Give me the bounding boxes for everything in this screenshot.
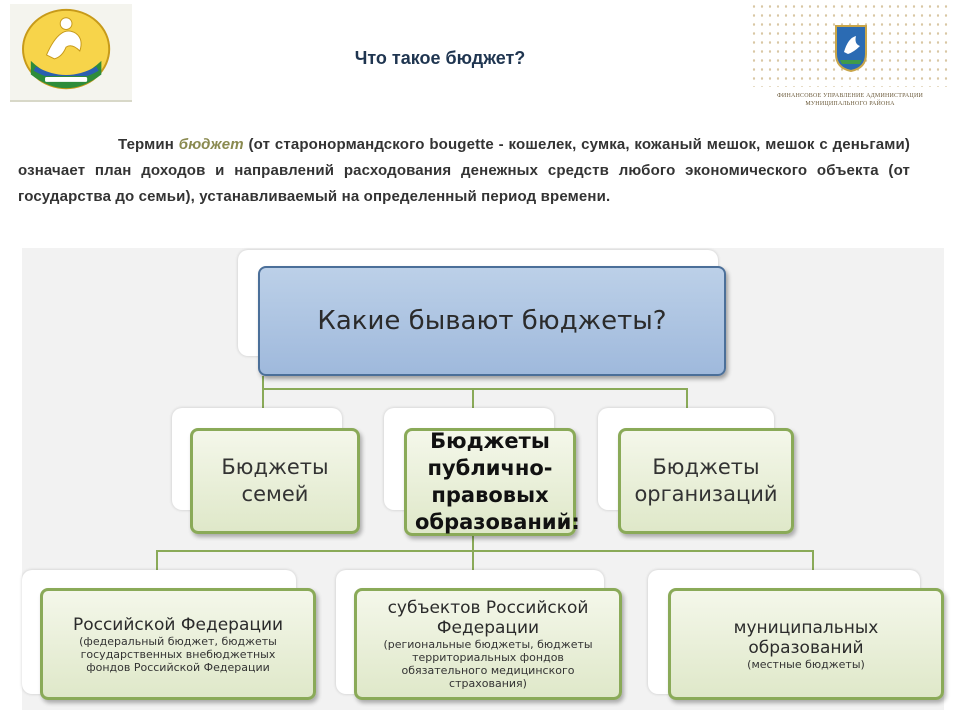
page-title: Что такое бюджет? (354, 48, 526, 68)
node-family-budgets-label: Бюджеты семей (221, 455, 329, 506)
node-subjects-budget: субъектов Российской Федерации (регионал… (354, 588, 622, 700)
bashkortostan-coat-of-arms-icon (10, 4, 132, 102)
definition-paragraph: Термин бюджет (от старонормандского boug… (18, 132, 910, 210)
node-organization-budgets-label: Бюджеты организаций (634, 455, 778, 506)
node-rf-budget-note: (федеральный бюджет, бюджеты государстве… (79, 634, 277, 674)
connector-level3-bar (156, 550, 814, 552)
root-node: Какие бывают бюджеты? (258, 266, 726, 376)
node-organization-budgets: Бюджеты организаций (618, 428, 794, 534)
node-subjects-budget-note: (региональные бюджеты, бюджеты территори… (383, 638, 593, 690)
connector-level2-bar (262, 388, 686, 390)
emblem-caption: ФИНАНСОВОЕ УПРАВЛЕНИЕ АДМИНИСТРАЦИИ МУНИ… (776, 93, 924, 107)
district-coat-of-arms-icon: ФИНАНСОВОЕ УПРАВЛЕНИЕ АДМИНИСТРАЦИИ МУНИ… (742, 0, 954, 122)
connector-center-down (472, 536, 474, 552)
node-municipal-budget-label: муниципальных образований (733, 617, 879, 658)
node-subjects-budget-label: субъектов Российской Федерации (387, 598, 589, 638)
definition-term: бюджет (178, 136, 244, 153)
shield-icon (835, 25, 867, 72)
definition-text: (от старонормандского bougette - кошелек… (18, 136, 910, 205)
node-public-budgets: Бюджеты публично-правовых образований: (404, 428, 580, 536)
node-rf-budget: Российской Федерации (федеральный бюджет… (40, 588, 316, 700)
definition-prefix: Термин (118, 136, 179, 153)
node-rf-budget-label: Российской Федерации (72, 614, 284, 635)
node-family-budgets: Бюджеты семей (190, 428, 360, 534)
budget-types-diagram: Какие бывают бюджеты? Бюджеты семей Бюдж… (22, 248, 944, 710)
connector-root-down (262, 376, 264, 388)
root-label: Какие бывают бюджеты? (317, 306, 667, 336)
node-public-budgets-label: Бюджеты публично-правовых образований: (415, 429, 580, 534)
node-municipal-budget-note: (местные бюджеты) (747, 657, 865, 671)
node-municipal-budget: муниципальных образований (местные бюдже… (668, 588, 944, 700)
